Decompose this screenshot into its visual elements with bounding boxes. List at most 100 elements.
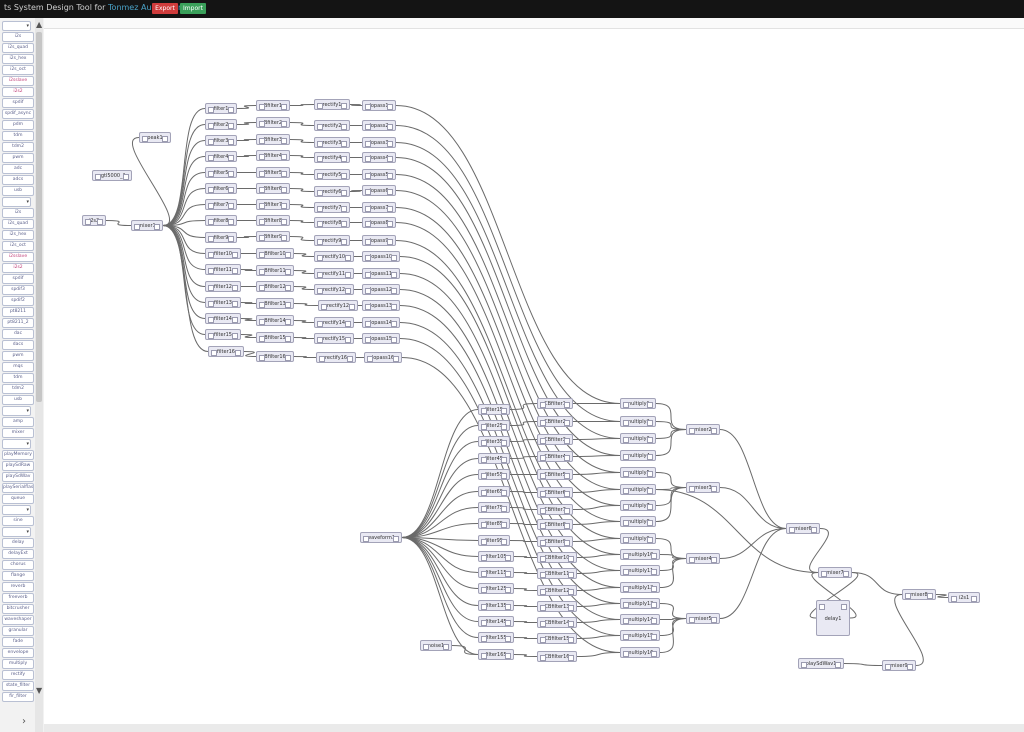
wire[interactable] (401, 474, 479, 538)
audio-node[interactable]: lopass10 (362, 251, 400, 262)
wire[interactable] (399, 338, 621, 636)
wire[interactable] (289, 204, 315, 208)
audio-node[interactable]: filter13 (205, 297, 241, 308)
audio-node[interactable]: rectify11 (314, 268, 354, 279)
audio-node[interactable]: Bfilter11 (256, 265, 294, 276)
palette-item[interactable]: amp (2, 417, 34, 427)
wire[interactable] (572, 472, 621, 475)
palette-item[interactable]: dacs (2, 340, 34, 350)
wire[interactable] (349, 190, 363, 192)
wire[interactable] (572, 538, 621, 542)
palette-item[interactable]: pwm (2, 351, 34, 361)
wire[interactable] (576, 587, 621, 591)
audio-node[interactable]: multiply2 (620, 416, 656, 427)
wire[interactable] (935, 594, 949, 598)
wire[interactable] (293, 356, 317, 358)
scroll-down-arrow-icon[interactable]: ▼ (36, 686, 43, 695)
palette-item[interactable]: sine (2, 516, 34, 526)
palette-item[interactable]: i2s_hex (2, 54, 34, 64)
wire[interactable] (851, 572, 903, 595)
audio-node[interactable]: CBfilter16 (537, 651, 577, 662)
palette-item[interactable]: queue (2, 494, 34, 504)
wire[interactable] (349, 104, 363, 106)
audio-node[interactable]: mixer3 (686, 482, 720, 493)
wire[interactable] (576, 570, 621, 574)
audio-node[interactable]: Bfilter3 (256, 134, 290, 145)
palette-item[interactable]: i2s2 (2, 87, 34, 97)
audio-node[interactable]: lopass9 (362, 235, 396, 246)
audio-node[interactable]: mixer2 (686, 424, 720, 435)
wire[interactable] (399, 289, 621, 588)
palette-category-select[interactable] (2, 505, 31, 515)
audio-node[interactable]: rectify6 (314, 186, 350, 197)
palette-item[interactable]: tdm (2, 131, 34, 141)
audio-node[interactable]: multiply3 (620, 433, 656, 444)
audio-node[interactable]: lopass2 (362, 120, 396, 131)
audio-node[interactable]: Bfilter9 (256, 231, 290, 242)
palette-item[interactable]: spdif3 (2, 285, 34, 295)
audio-node[interactable]: rectify15 (314, 333, 354, 344)
audio-node[interactable]: filter125 (478, 583, 514, 594)
wire[interactable] (513, 556, 538, 558)
wire[interactable] (509, 540, 538, 542)
audio-node[interactable]: CBfilter8 (537, 519, 573, 530)
audio-node[interactable]: filter1 (205, 103, 237, 114)
wire[interactable] (289, 139, 315, 143)
palette-item[interactable]: multiply (2, 659, 34, 669)
palette-item[interactable]: pwm (2, 153, 34, 163)
audio-node[interactable]: CBfilter10 (537, 552, 577, 563)
audio-node[interactable]: i2s1 (948, 592, 980, 603)
palette-category-select[interactable] (2, 406, 31, 416)
audio-node[interactable]: filter15 (478, 404, 510, 415)
wire[interactable] (659, 603, 687, 619)
wire[interactable] (293, 253, 315, 257)
wire[interactable] (576, 652, 621, 657)
wire[interactable] (576, 635, 621, 639)
wire[interactable] (576, 554, 621, 558)
wire[interactable] (395, 105, 621, 404)
wire[interactable] (401, 537, 479, 655)
audio-node[interactable]: filter5 (205, 167, 237, 178)
audio-node[interactable]: multiply11 (620, 565, 660, 576)
audio-node[interactable]: mixer4 (686, 553, 720, 564)
audio-node[interactable]: rectify14 (314, 317, 354, 328)
audio-node[interactable]: lopass6 (362, 185, 396, 196)
wire[interactable] (513, 621, 538, 623)
wire[interactable] (399, 305, 621, 604)
palette-item[interactable]: spdif2 (2, 296, 34, 306)
wire[interactable] (719, 429, 787, 529)
audio-node[interactable]: rectify3 (314, 137, 350, 148)
wire[interactable] (572, 455, 621, 457)
wire[interactable] (395, 142, 621, 439)
wire[interactable] (289, 220, 315, 223)
palette-item[interactable]: granular (2, 626, 34, 636)
audio-node[interactable]: rectify7 (314, 202, 350, 213)
palette-item[interactable]: i2sslave (2, 252, 34, 262)
audio-node[interactable]: multiply16 (620, 647, 660, 658)
wire[interactable] (401, 458, 479, 538)
wire[interactable] (289, 122, 315, 126)
audio-node[interactable]: CBfilter6 (537, 487, 573, 498)
audio-node[interactable]: lopass5 (362, 169, 396, 180)
audio-node[interactable]: filter16 (208, 346, 244, 357)
audio-node[interactable]: filter8 (205, 215, 237, 226)
wire[interactable] (572, 489, 621, 493)
audio-node[interactable]: lopass7 (362, 202, 396, 213)
audio-node[interactable]: rectify8 (314, 217, 350, 228)
wire[interactable] (843, 663, 883, 666)
wire[interactable] (655, 489, 819, 573)
palette-item[interactable]: fir_filter (2, 692, 34, 702)
palette-item[interactable]: i2sslave (2, 76, 34, 86)
wire[interactable] (401, 537, 479, 622)
palette-item[interactable]: delay (2, 538, 34, 548)
audio-node[interactable]: rectify16 (316, 352, 356, 363)
audio-node[interactable]: lopass1 (362, 100, 396, 111)
wire[interactable] (240, 318, 257, 321)
wire[interactable] (293, 320, 315, 323)
wire[interactable] (399, 273, 621, 571)
canvas-horizontal-scrollbar[interactable] (44, 724, 1024, 732)
audio-node[interactable]: rectify9 (314, 235, 350, 246)
audio-node[interactable]: filter135 (478, 600, 514, 611)
palette-category-select[interactable] (2, 527, 31, 537)
node-palette-sidebar[interactable]: i2si2s_quadi2s_hexi2s_octi2sslavei2s2spd… (0, 18, 45, 732)
